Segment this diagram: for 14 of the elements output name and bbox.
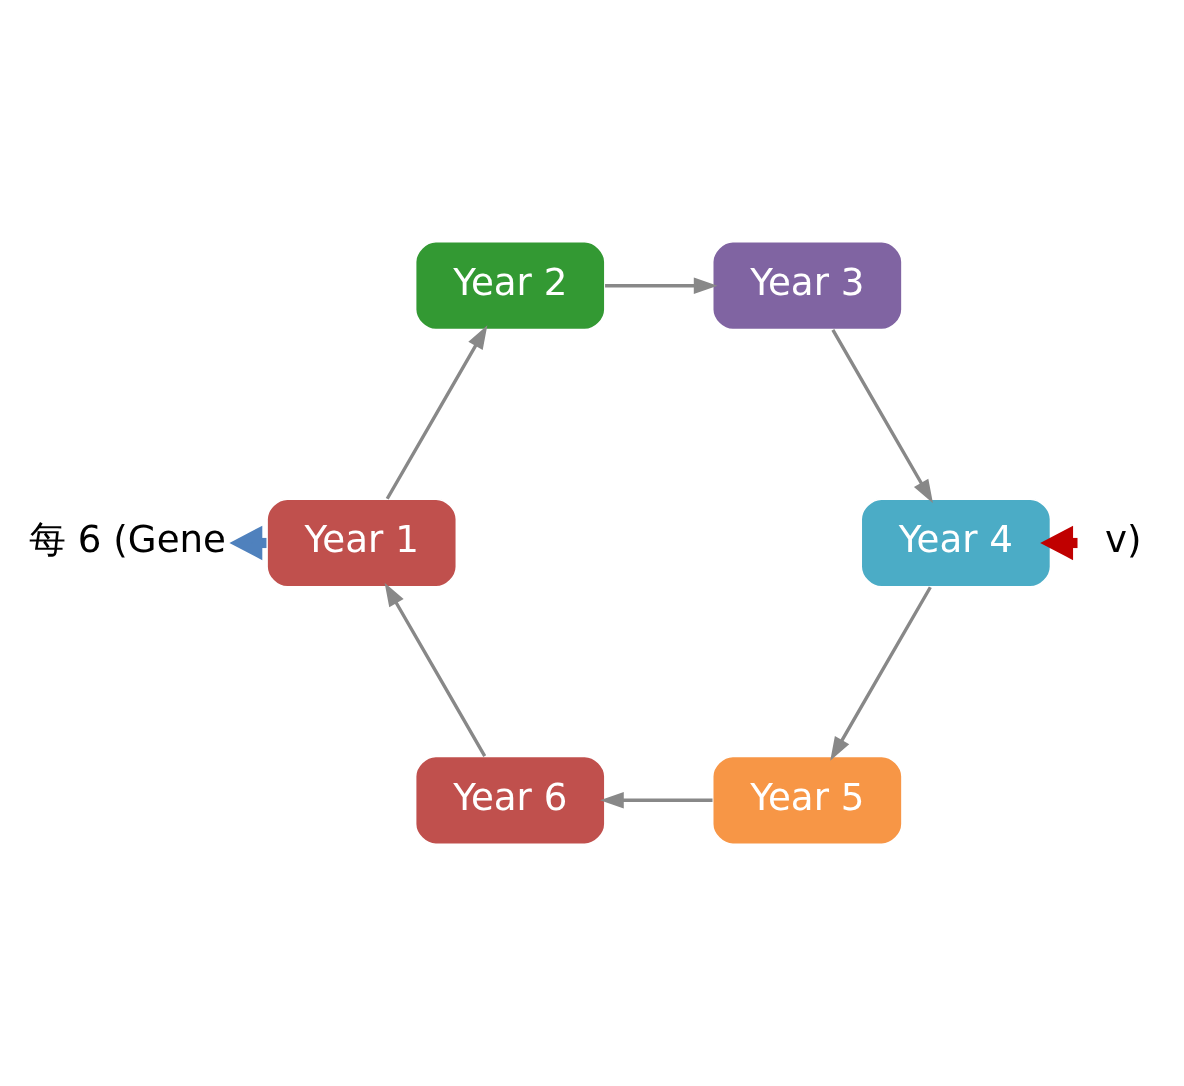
- arrow: [831, 329, 933, 504]
- node-box: Year 5: [711, 755, 903, 846]
- arrow: [385, 325, 488, 500]
- arrow: [830, 586, 932, 761]
- arrow: [384, 582, 487, 757]
- arrow: [600, 791, 713, 809]
- node-box: Year 6: [414, 755, 606, 846]
- node-box: Year 1: [266, 498, 458, 588]
- node-box: Year 3: [711, 240, 903, 331]
- node-box: Year 2: [414, 240, 606, 331]
- node-text: v): [1104, 517, 1142, 562]
- node-text: 每 6 (Gene: [29, 517, 227, 562]
- node-box: Year 4: [860, 498, 1052, 588]
- arrow: [605, 277, 718, 295]
